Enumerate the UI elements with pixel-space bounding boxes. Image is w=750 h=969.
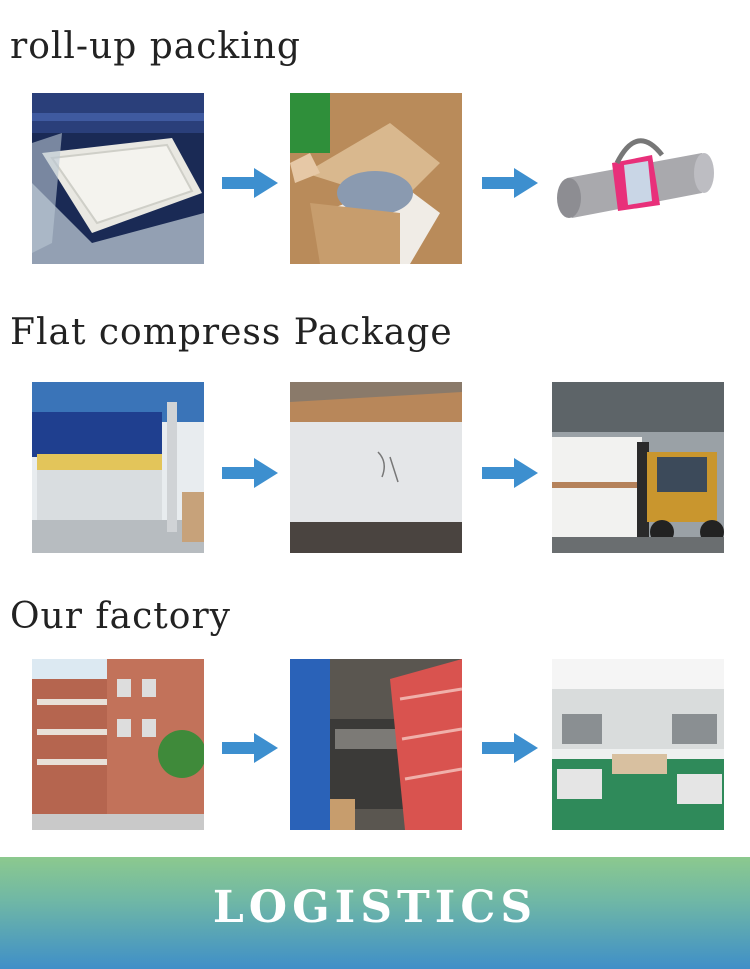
section-title-our-factory: Our factory [10, 596, 231, 637]
arrow-right-icon [482, 458, 538, 488]
arrow-right-icon [482, 168, 538, 198]
arrow-right-icon [482, 733, 538, 763]
photo-quilting-machine [290, 659, 462, 830]
section-title-flat-compress-package: Flat compress Package [10, 312, 453, 353]
section-title-roll-up-packing: roll-up packing [10, 26, 301, 67]
photo-forklift-warehouse [552, 382, 724, 553]
photo-factory-floor [552, 659, 724, 830]
banner-title: LOGISTICS [212, 881, 538, 933]
photo-compressed-mattresses [290, 382, 462, 553]
arrow-right-icon [222, 168, 278, 198]
photo-mattress-in-plastic [32, 93, 204, 264]
arrow-right-icon [222, 733, 278, 763]
photo-factory-building [32, 659, 204, 830]
arrow-right-icon [222, 458, 278, 488]
logistics-banner: LOGISTICS [0, 857, 750, 969]
photo-mattress-roll-bag [552, 93, 724, 264]
photo-compress-machine [32, 382, 204, 553]
photo-mattress-boxing [290, 93, 462, 264]
